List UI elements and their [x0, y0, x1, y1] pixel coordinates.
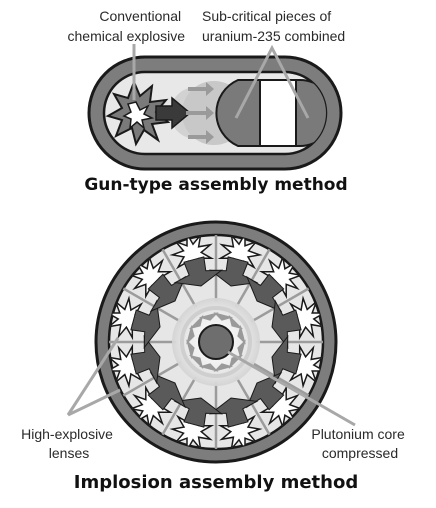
- lens-divider: [160, 247, 198, 308]
- inner-arrow-icon: [186, 339, 195, 360]
- inner-arrow-icon: [237, 324, 246, 345]
- inner-arrow-icon: [213, 312, 234, 321]
- gun-type-diagram: Conventional chemical explosive Sub-crit…: [68, 8, 348, 195]
- lens-divider: [160, 376, 198, 437]
- inner-arrow-icon: [186, 324, 195, 345]
- inner-arrow-icon: [188, 354, 204, 370]
- gun-title: Gun-type assembly method: [84, 175, 347, 195]
- inner-arrow-icon: [237, 339, 246, 360]
- explosive-burst-core: [122, 101, 155, 131]
- uranium-gap: [259, 79, 297, 147]
- inner-arrow-icon: [213, 363, 234, 372]
- inner-compression-arrows: [186, 312, 246, 372]
- inner-arrow-icon: [198, 312, 219, 321]
- compression-ring: [180, 306, 252, 378]
- lens-divider: [234, 247, 272, 308]
- leader-line-uranium: [234, 44, 310, 119]
- thrust-arrow-icon: [155, 96, 192, 130]
- plutonium-core: [198, 324, 234, 360]
- implosion-title: Implosion assembly method: [74, 472, 358, 493]
- implosion-diagram: High-explosive lenses Plutonium core com…: [21, 220, 408, 493]
- label-explosive: Conventional chemical explosive: [68, 8, 186, 44]
- lens-divider: [121, 360, 182, 398]
- motion-arrows: [186, 82, 214, 144]
- lens-divider: [234, 376, 272, 437]
- leader-line-core: [227, 350, 356, 427]
- inner-arrow-icon: [228, 314, 244, 330]
- lens-dividers: [109, 235, 323, 449]
- lens-divider: [250, 286, 311, 324]
- inner-arrow-icon: [198, 363, 219, 372]
- label-lenses: High-explosive lenses: [21, 426, 117, 461]
- inward-arrow-icon: [173, 256, 224, 287]
- lens-bursts: [109, 235, 323, 449]
- label-core: Plutonium core compressed: [311, 426, 408, 461]
- label-uranium: Sub-critical pieces of uranium-235 combi…: [202, 8, 345, 44]
- lens-divider: [250, 360, 311, 398]
- lens-divider: [121, 286, 182, 324]
- leader-line-lenses: [66, 337, 121, 417]
- inward-arrows: [130, 256, 302, 428]
- inner-arrow-icon: [188, 314, 204, 330]
